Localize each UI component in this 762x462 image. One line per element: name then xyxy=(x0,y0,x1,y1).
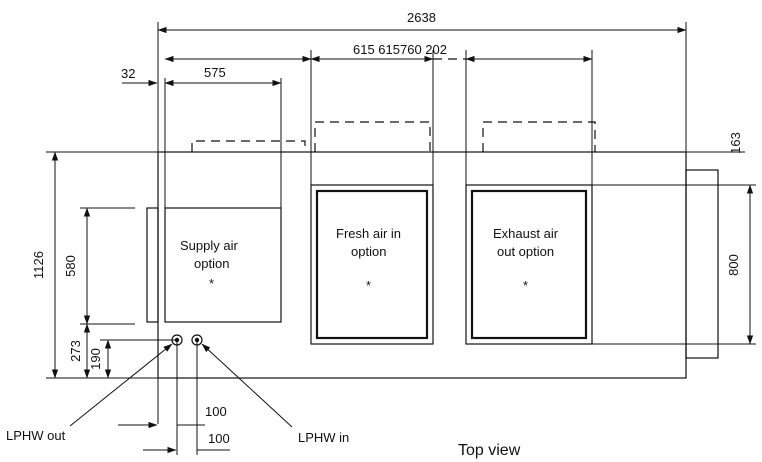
dim-right-height: 800 xyxy=(726,254,741,276)
lphw-out-pipe-icon xyxy=(171,334,183,346)
supply-air-opening xyxy=(164,207,282,323)
dim-pipe-spacing-2: 100 xyxy=(208,431,230,446)
dim-supply-height: 580 xyxy=(63,255,78,277)
exhaust-air-outer-frame xyxy=(465,184,593,345)
exhaust-center-mark: * xyxy=(523,278,528,293)
dim-pipe-spacing-1: 100 xyxy=(205,404,227,419)
supply-air-label-line1: Supply air xyxy=(180,238,238,253)
exhaust-air-label-line1: Exhaust air xyxy=(493,226,559,241)
dim-supply-width: 575 xyxy=(204,65,226,80)
dashed-outline-3 xyxy=(482,121,596,152)
right-end-box xyxy=(685,169,719,359)
dim-top-offset: 163 xyxy=(728,132,743,154)
exhaust-air-inner-frame xyxy=(470,189,588,340)
dim-pipe-height-inner: 190 xyxy=(88,348,103,370)
dashed-outline-1 xyxy=(191,140,306,152)
fresh-air-outer-frame xyxy=(310,184,434,345)
view-title: Top view xyxy=(458,442,521,459)
dim-overall-width: 2638 xyxy=(407,10,436,25)
supply-air-label-line2: option xyxy=(194,256,229,271)
lphw-out-leader xyxy=(69,343,173,427)
supply-center-mark: * xyxy=(209,276,214,291)
dim-overall-height: 1126 xyxy=(31,251,46,279)
fresh-air-label-line2: option xyxy=(351,244,386,259)
fresh-center-mark: * xyxy=(366,278,371,293)
fresh-air-inner-frame xyxy=(315,189,429,340)
fresh-air-label-line1: Fresh air in xyxy=(336,226,401,241)
left-plate xyxy=(146,207,159,323)
lphw-out-label: LPHW out xyxy=(6,428,66,443)
dim-pipe-height-outer: 273 xyxy=(68,340,83,362)
dashed-outline-2 xyxy=(314,121,431,152)
lphw-in-pipe-icon xyxy=(191,334,203,346)
dim-left-offset: 32 xyxy=(121,66,135,81)
lphw-in-leader xyxy=(201,343,293,428)
dim-middle-group: 615 615760 202 xyxy=(353,42,447,57)
exhaust-air-label-line2: out option xyxy=(497,244,554,259)
lphw-in-label: LPHW in xyxy=(298,430,349,445)
